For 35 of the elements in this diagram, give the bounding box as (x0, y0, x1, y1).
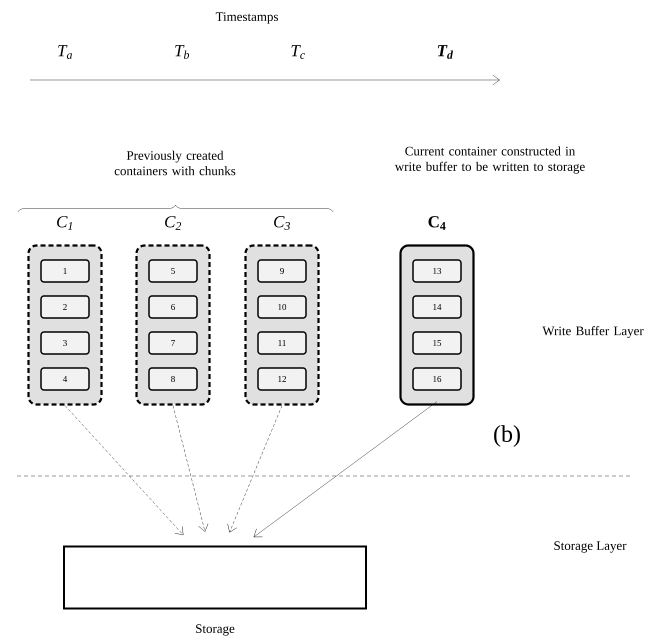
arrow (64, 405, 184, 536)
group-caption: Previously created containers with chunks (114, 150, 236, 176)
timestamp-label: T$_{d}$ (438, 45, 454, 59)
chunk-box: 11 (257, 331, 307, 355)
node-label: C$_{3}$ (274, 216, 290, 230)
storage-label: Storage (196, 624, 234, 636)
layer-label: Write Buffer Layer (542, 326, 644, 338)
timestamp-label: T$_{b}$ (175, 45, 190, 59)
chunk-box: 4 (40, 367, 90, 391)
arrow (227, 405, 282, 532)
layer-label: Storage Layer (554, 541, 626, 553)
chunk-box: 15 (412, 331, 462, 355)
chunk-box: 2 (40, 295, 90, 319)
chunk-box: 10 (257, 295, 307, 319)
chunk-box: 1 (40, 259, 90, 283)
chunk-box: 12 (257, 367, 307, 391)
node-label: C$_{2}$ (165, 216, 182, 230)
node-label: C$_{4}$ (428, 216, 446, 230)
chunk-box: 9 (257, 259, 307, 283)
arrow (172, 405, 208, 532)
chunk-box: 5 (148, 259, 198, 283)
chunk-box: 3 (40, 331, 90, 355)
chunk-box: 14 (412, 295, 462, 319)
node-label: C$_{1}$ (57, 216, 72, 230)
chunk-box: 16 (412, 367, 462, 391)
arrow (254, 401, 438, 538)
panel-label: (b) (494, 425, 520, 447)
chunk-box: 8 (148, 367, 198, 391)
chunk-box: 13 (412, 259, 462, 283)
axis-title: Timestamps (216, 12, 278, 24)
chunk-box: 6 (148, 295, 198, 319)
chunk-box: 7 (148, 331, 198, 355)
timestamp-label: T$_{a}$ (58, 45, 72, 59)
group-caption: Current container constructed in write buffer to be written to storage (394, 146, 585, 174)
timestamp-label: T$_{c}$ (292, 45, 305, 59)
